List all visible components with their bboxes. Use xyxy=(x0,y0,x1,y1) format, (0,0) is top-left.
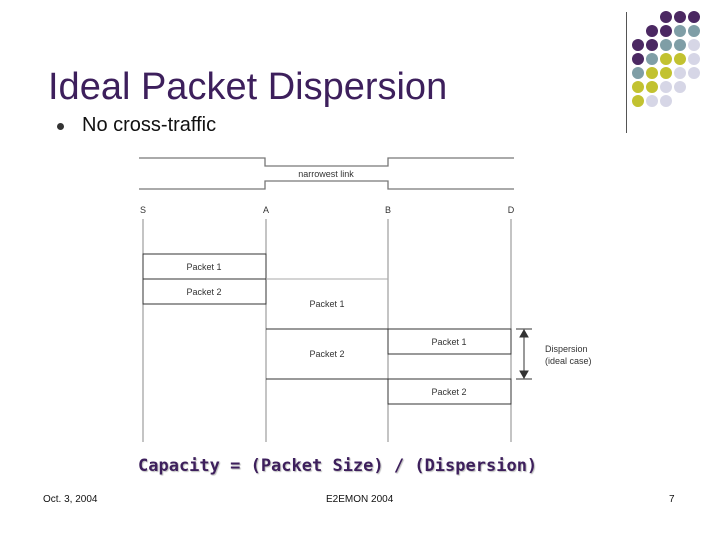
decor-dot xyxy=(688,53,700,65)
decor-dot xyxy=(674,11,686,23)
packet-1-label-ab: Packet 1 xyxy=(309,299,344,309)
decor-dot xyxy=(632,67,644,79)
packet-box-sa-2 xyxy=(142,278,267,305)
node-d-label: D xyxy=(508,205,515,215)
packet-1-label-sa: Packet 1 xyxy=(186,262,221,272)
bullet-text: No cross-traffic xyxy=(82,114,217,136)
decor-dot xyxy=(632,39,644,51)
decor-dot xyxy=(674,81,686,93)
decor-dot xyxy=(646,81,658,93)
decor-dot xyxy=(632,53,644,65)
capacity-formula: Capacity = (Packet Size) / (Dispersion) xyxy=(138,456,538,476)
narrowest-link-label: narrowest link xyxy=(298,169,354,179)
decor-dot xyxy=(688,39,700,51)
decor-divider xyxy=(626,12,627,133)
packet-2-label-sa: Packet 2 xyxy=(186,287,221,297)
decor-dot xyxy=(646,53,658,65)
dispersion-label: Dispersion xyxy=(545,344,588,354)
dispersion-arrow xyxy=(516,328,532,380)
footer-page-number: 7 xyxy=(669,494,675,505)
packet-2-label-bd: Packet 2 xyxy=(431,387,466,397)
dispersion-label-case: (ideal case) xyxy=(545,356,592,366)
decor-dot xyxy=(660,53,672,65)
decor-dot xyxy=(646,25,658,37)
decor-dot xyxy=(660,67,672,79)
footer-date: Oct. 3, 2004 xyxy=(43,494,98,505)
decor-dot xyxy=(674,25,686,37)
decor-dot xyxy=(688,11,700,23)
slide-title: Ideal Packet Dispersion xyxy=(48,66,448,108)
decor-dot xyxy=(632,95,644,107)
packet-1-label-bd: Packet 1 xyxy=(431,337,466,347)
decor-dot xyxy=(688,67,700,79)
decor-dot xyxy=(660,39,672,51)
decor-dot xyxy=(660,95,672,107)
decor-dot xyxy=(646,39,658,51)
decor-dot xyxy=(660,81,672,93)
decor-dot xyxy=(674,53,686,65)
packet-box-bd-2 xyxy=(387,378,512,405)
decor-dot xyxy=(646,95,658,107)
decor-dot xyxy=(660,25,672,37)
decor-dot-grid xyxy=(0,0,720,140)
decor-dot xyxy=(674,67,686,79)
decor-dot xyxy=(660,11,672,23)
bullet-marker xyxy=(57,123,64,130)
packet-2-label-ab: Packet 2 xyxy=(309,349,344,359)
node-a-label: A xyxy=(263,205,269,215)
narrowest-link-pipe xyxy=(139,157,514,190)
node-b-label: B xyxy=(385,205,391,215)
packet-box-sa-1 xyxy=(142,253,267,280)
decor-dot xyxy=(646,67,658,79)
decor-dot xyxy=(632,81,644,93)
footer-event: E2EMON 2004 xyxy=(326,494,394,505)
decor-dot xyxy=(688,25,700,37)
decor-dot xyxy=(674,39,686,51)
node-s-label: S xyxy=(140,205,146,215)
packet-box-bd-1 xyxy=(387,328,512,355)
